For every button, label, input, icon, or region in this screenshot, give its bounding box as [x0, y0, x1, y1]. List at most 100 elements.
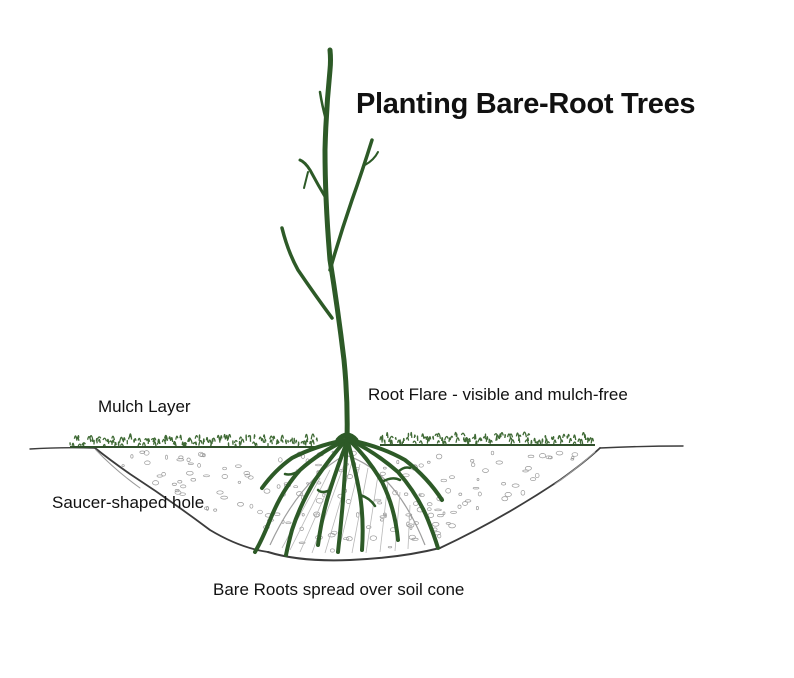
soil-speckle	[465, 499, 472, 503]
soil-speckle	[130, 454, 134, 459]
soil-speckle	[427, 460, 431, 464]
soil-speckle	[382, 466, 387, 470]
soil-speckle	[369, 535, 378, 541]
root-strand	[358, 493, 377, 508]
soil-speckle	[343, 537, 350, 541]
soil-speckle	[524, 466, 532, 471]
soil-speckle	[213, 508, 218, 512]
soil-speckle	[522, 469, 529, 473]
soil-speckle	[202, 453, 206, 458]
mulch-scribble	[379, 431, 595, 447]
soil-speckle	[237, 480, 242, 484]
mulch-layer-right	[379, 431, 595, 447]
soil-speckle	[247, 475, 254, 480]
branch-upper-left	[318, 90, 328, 122]
label-mulch-layer: Mulch Layer	[98, 397, 191, 416]
soil-speckle	[409, 525, 413, 531]
label-bare-roots: Bare Roots spread over soil cone	[213, 580, 465, 599]
soil-speckle	[186, 457, 191, 462]
hole-bottom	[267, 547, 441, 562]
soil-speckle	[190, 478, 197, 482]
soil-speckle	[263, 488, 271, 494]
soil-speckle	[482, 468, 489, 473]
soil-speckle	[418, 493, 422, 497]
soil-speckle	[501, 482, 507, 486]
soil-speckle	[570, 458, 575, 461]
soil-speckle	[216, 490, 224, 495]
soil-speckle	[315, 463, 322, 467]
soil-speckle	[434, 508, 442, 512]
root-strand	[283, 468, 302, 476]
soil-speckle	[174, 490, 182, 495]
soil-speckle	[495, 460, 503, 465]
soil-speckle	[445, 522, 451, 525]
soil-speckle	[377, 501, 383, 505]
soil-speckle	[442, 511, 446, 515]
soil-speckle	[373, 498, 382, 502]
soil-speckle	[539, 453, 547, 459]
soil-speckle	[403, 492, 409, 496]
soil-speckle	[511, 483, 520, 488]
soil-speckle	[437, 533, 442, 539]
soil-speckle	[121, 464, 125, 467]
soil-speckle	[278, 457, 283, 463]
soil-speckle	[276, 484, 281, 489]
soil-speckle	[432, 522, 440, 527]
ground-outline	[29, 445, 684, 562]
soil-speckle	[198, 451, 204, 457]
soil-speckle	[306, 482, 309, 485]
soil-speckle	[285, 521, 292, 525]
root-strand	[284, 438, 348, 557]
soil-speckle	[457, 504, 462, 509]
root-strand	[336, 440, 349, 554]
root-strand	[260, 438, 347, 490]
soil-speckle	[220, 495, 229, 500]
root-strand	[348, 438, 440, 550]
soil-speckle	[180, 484, 187, 489]
mulch-scribble	[69, 433, 318, 448]
soil-speckle	[458, 492, 463, 496]
label-saucer-hole: Saucer-shaped hole	[52, 493, 205, 512]
soil-speckle	[450, 510, 457, 514]
soil-speckle	[571, 456, 575, 460]
soil-speckle	[440, 478, 447, 483]
root-strand	[347, 438, 444, 502]
soil-speckle	[449, 475, 455, 479]
soil-speckle	[161, 472, 166, 477]
soil-speckle	[221, 474, 228, 479]
soil-speckle	[293, 485, 299, 489]
soil-speckle	[203, 474, 210, 478]
soil-speckle	[427, 512, 435, 518]
root-strand	[396, 466, 412, 474]
soil-speckle	[445, 488, 452, 494]
soil-speckle	[475, 506, 479, 511]
root-flare	[335, 432, 359, 443]
soil-speckle	[396, 459, 400, 465]
soil-speckle	[327, 533, 336, 538]
root-strand	[380, 477, 402, 484]
soil-speckle	[470, 462, 476, 468]
soil-speckle	[237, 502, 244, 507]
soil-speckle	[472, 487, 480, 490]
soil-speckle	[345, 536, 353, 542]
soil-speckle	[178, 455, 184, 460]
soil-speckle	[187, 462, 194, 465]
soil-speckle	[222, 466, 227, 471]
soil-speckle	[257, 509, 263, 515]
branch-right-upper	[328, 138, 374, 272]
soil-speckle	[437, 514, 444, 518]
branch-left-tip	[303, 171, 309, 189]
soil-speckle	[476, 477, 480, 482]
soil-speckle	[249, 503, 254, 509]
soil-speckle	[329, 548, 335, 553]
soil-speckle	[555, 450, 564, 456]
root-strand	[316, 488, 332, 494]
soil-speckle	[545, 455, 552, 460]
soil-speckle	[379, 515, 387, 519]
soil-speckle	[366, 525, 372, 529]
trunk	[322, 47, 350, 443]
soil-speckle	[520, 490, 526, 496]
soil-speckle	[427, 507, 432, 512]
soil-speckle	[462, 501, 468, 506]
